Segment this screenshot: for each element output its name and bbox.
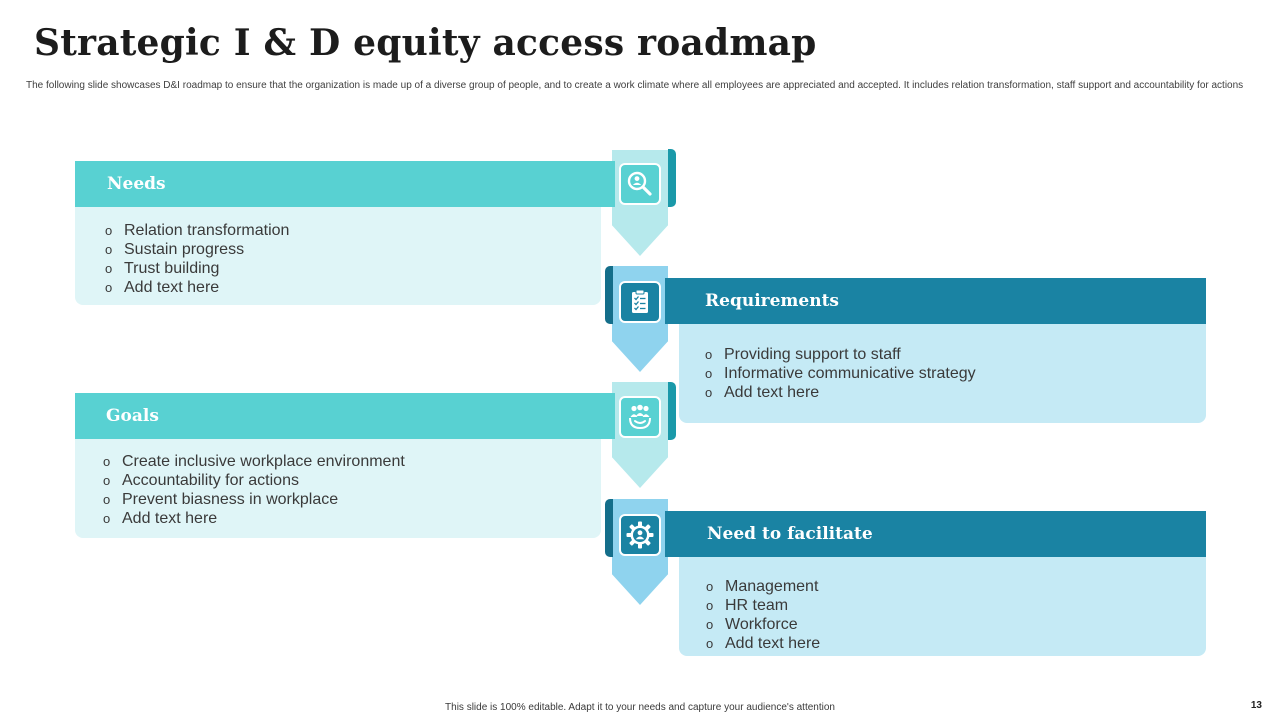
needs-header: Needs bbox=[75, 161, 615, 207]
facilitate-tab bbox=[605, 499, 613, 557]
bullet: o bbox=[705, 385, 713, 400]
bullet: o bbox=[105, 261, 113, 276]
list-item: o HR team bbox=[706, 596, 1206, 615]
requirements-tab bbox=[605, 266, 613, 324]
team-handshake-icon bbox=[619, 396, 661, 438]
list-item-text: Informative communicative strategy bbox=[724, 365, 976, 382]
gear-user-icon bbox=[619, 514, 661, 556]
bullet: o bbox=[103, 473, 111, 488]
facilitate-header: Need to facilitate bbox=[665, 511, 1206, 557]
bullet: o bbox=[706, 617, 714, 632]
list-item: o Accountability for actions bbox=[103, 471, 601, 490]
list-item: o Create inclusive workplace environment bbox=[103, 452, 601, 471]
list-item: o Prevent biasness in workplace bbox=[103, 490, 601, 509]
checklist-icon bbox=[619, 281, 661, 323]
list-item: o Management bbox=[706, 577, 1206, 596]
page-number: 13 bbox=[1250, 700, 1262, 711]
list-item-text: Trust building bbox=[124, 260, 220, 277]
bullet: o bbox=[105, 223, 113, 238]
list-item: o Add text here bbox=[706, 634, 1206, 653]
bullet: o bbox=[105, 280, 113, 295]
goals-header: Goals bbox=[75, 393, 615, 439]
list-item: o Workforce bbox=[706, 615, 1206, 634]
list-item-text: Sustain progress bbox=[124, 241, 245, 258]
requirements-header: Requirements bbox=[665, 278, 1206, 324]
bullet: o bbox=[105, 242, 113, 257]
bullet: o bbox=[706, 579, 714, 594]
requirements-heading: Requirements bbox=[705, 291, 840, 311]
list-item-text: Workforce bbox=[725, 616, 798, 633]
list-item: o Sustain progress bbox=[105, 240, 601, 259]
bullet: o bbox=[103, 511, 111, 526]
bullet: o bbox=[103, 492, 111, 507]
list-item-text: Add text here bbox=[124, 279, 220, 296]
goals-heading: Goals bbox=[106, 406, 159, 426]
slide-subtitle: The following slide showcases D&I roadma… bbox=[26, 80, 1244, 91]
list-item: o Relation transformation bbox=[105, 221, 601, 240]
list-item: o Add text here bbox=[103, 509, 601, 528]
bullet: o bbox=[706, 598, 714, 613]
search-user-icon bbox=[619, 163, 661, 205]
list-item-text: Prevent biasness in workplace bbox=[122, 491, 339, 508]
list-item-text: Relation transformation bbox=[124, 222, 290, 239]
slide-title: Strategic I & D equity access roadmap bbox=[34, 22, 817, 64]
bullet: o bbox=[705, 347, 713, 362]
list-item-text: Add text here bbox=[122, 510, 218, 527]
list-item-text: Management bbox=[725, 578, 819, 595]
bullet: o bbox=[103, 454, 111, 469]
list-item-text: Providing support to staff bbox=[724, 346, 901, 363]
list-item-text: Add text here bbox=[725, 635, 821, 652]
bullet: o bbox=[705, 366, 713, 381]
list-item: o Providing support to staff bbox=[705, 345, 1206, 364]
slide-footer: This slide is 100% editable. Adapt it to… bbox=[445, 702, 835, 713]
needs-heading: Needs bbox=[107, 174, 166, 194]
list-item-text: HR team bbox=[725, 597, 789, 614]
list-item: o Trust building bbox=[105, 259, 601, 278]
bullet: o bbox=[706, 636, 714, 651]
needs-tab bbox=[668, 149, 676, 207]
list-item: o Add text here bbox=[105, 278, 601, 297]
list-item-text: Create inclusive workplace environment bbox=[122, 453, 405, 470]
goals-tab bbox=[668, 382, 676, 440]
list-item: o Add text here bbox=[705, 383, 1206, 402]
list-item-text: Accountability for actions bbox=[122, 472, 299, 489]
list-item-text: Add text here bbox=[724, 384, 820, 401]
list-item: o Informative communicative strategy bbox=[705, 364, 1206, 383]
facilitate-heading: Need to facilitate bbox=[707, 524, 873, 544]
